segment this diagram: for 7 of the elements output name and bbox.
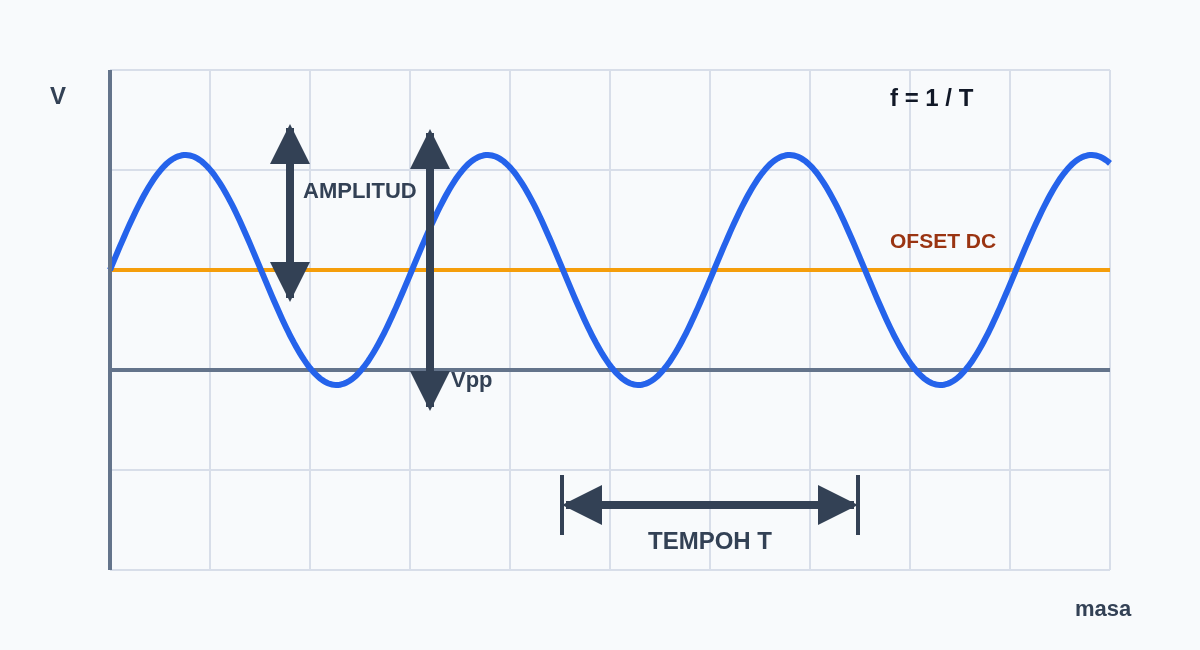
amplitude-label: AMPLITUD: [303, 180, 417, 202]
offset-label: OFSET DC: [890, 230, 997, 251]
period-label: TEMPOH T: [648, 529, 772, 553]
axis-label: masa: [1075, 598, 1132, 620]
formula-text: f = 1 / T: [890, 86, 974, 110]
axis-label: V: [50, 84, 66, 108]
vpp-label: Vpp: [451, 369, 493, 391]
